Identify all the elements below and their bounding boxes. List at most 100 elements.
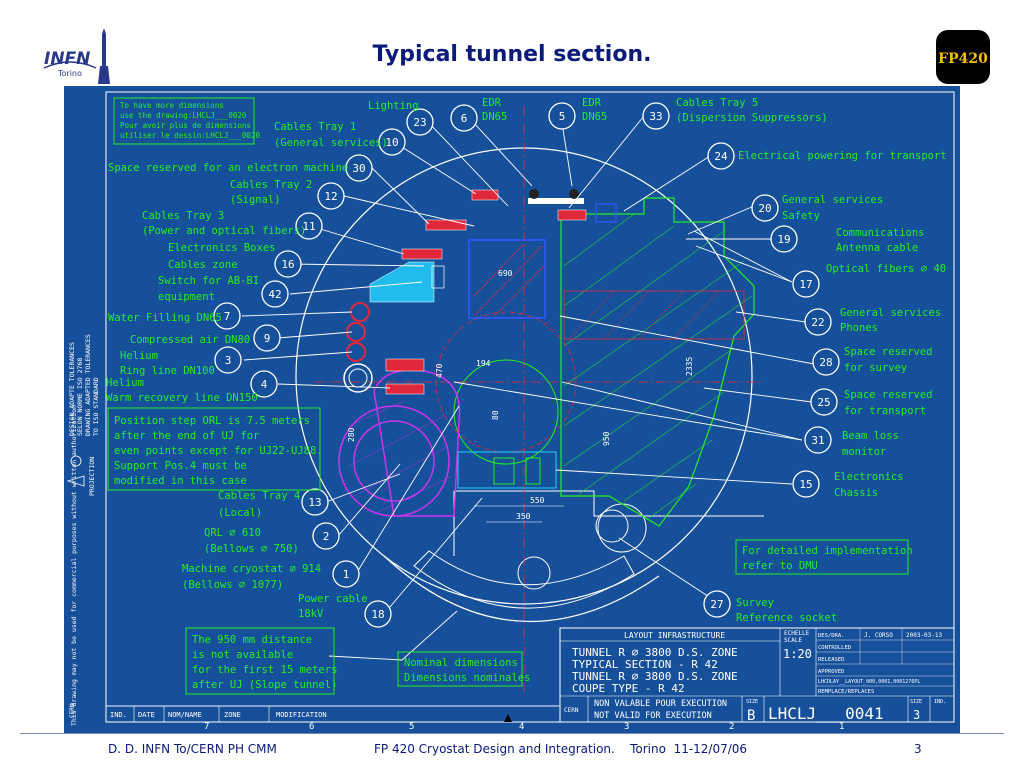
- svg-text:280: 280: [347, 427, 356, 442]
- svg-text:even points except for UJ22-UJ: even points except for UJ22-UJ88.: [114, 445, 323, 457]
- svg-text:Cables Tray 4: Cables Tray 4: [218, 490, 300, 502]
- svg-text:(General services): (General services): [274, 137, 388, 149]
- svg-text:16: 16: [281, 258, 294, 271]
- dim-690: 690: [498, 269, 513, 278]
- svg-text:30: 30: [352, 162, 365, 175]
- svg-text:LHCDLAY__LAYOUT_000,0001,00012: LHCDLAY__LAYOUT_000,0001,0001276PL: [818, 679, 920, 685]
- svg-text:15: 15: [799, 478, 812, 491]
- svg-text:EDR: EDR: [582, 97, 602, 109]
- svg-text:5: 5: [559, 110, 566, 123]
- svg-text:42: 42: [268, 288, 281, 301]
- svg-text:(Bellows ∅ 750): (Bellows ∅ 750): [204, 543, 299, 555]
- svg-text:3: 3: [624, 722, 629, 732]
- svg-text:NON VALABLE POUR EXECUTION: NON VALABLE POUR EXECUTION: [594, 699, 727, 709]
- svg-text:4: 4: [261, 378, 268, 391]
- svg-text:TYPICAL SECTION - R 42: TYPICAL SECTION - R 42: [572, 658, 718, 671]
- svg-text:General services: General services: [840, 307, 941, 319]
- footer-event: FP 420 Cryostat Design and Integration. …: [374, 742, 748, 756]
- footer-author: D. D. INFN To/CERN PH CMM: [108, 742, 277, 756]
- fp420-logo: FP420: [934, 28, 992, 86]
- tunnel-section-drawing: 7 6 5 4 3 2 1 DESIGN ADAPTE TOLERANCES S…: [64, 86, 960, 734]
- title-block: LAYOUT INFRASTRUCTURE TUNNEL R ∅ 3800 D.…: [559, 627, 955, 724]
- dimension-labels: 470 194 2335 80 950 280 550 350: [347, 357, 694, 521]
- svg-text:after UJ (Slope tunnel): after UJ (Slope tunnel): [192, 679, 337, 691]
- svg-text:7: 7: [224, 310, 231, 323]
- note-dmu: For detailed implementation refer to DMU: [735, 539, 913, 575]
- note-more-dimensions: To have more dimensions use the drawing:…: [113, 97, 260, 145]
- svg-text:DATE: DATE: [138, 711, 155, 719]
- svg-text:Switch for AB-BI: Switch for AB-BI: [158, 275, 259, 287]
- svg-text:10: 10: [385, 136, 398, 149]
- svg-text:7: 7: [204, 722, 209, 732]
- svg-text:1: 1: [343, 568, 350, 581]
- svg-text:Reference socket: Reference socket: [736, 612, 837, 624]
- svg-text:25: 25: [817, 396, 830, 409]
- svg-text:(Signal): (Signal): [230, 194, 281, 206]
- svg-text:SELON NORME ISO 2768: SELON NORME ISO 2768: [76, 358, 84, 436]
- note-950-distance: The 950 mm distance is not available for…: [185, 627, 337, 695]
- side-copyright-text: This drawing may not be used for commerc…: [70, 405, 78, 726]
- svg-text:For detailed implementation: For detailed implementation: [742, 545, 913, 557]
- svg-text:17: 17: [799, 278, 812, 291]
- svg-text:SIZE: SIZE: [746, 699, 758, 705]
- callouts: [213, 102, 840, 628]
- svg-text:after the end of UJ for: after the end of UJ for: [114, 430, 259, 442]
- svg-text:Antenna cable: Antenna cable: [836, 242, 918, 254]
- svg-text:Support Pos.4 must be: Support Pos.4 must be: [114, 460, 247, 472]
- svg-text:24: 24: [714, 150, 728, 163]
- svg-text:Electrical powering for transp: Electrical powering for transport: [738, 150, 947, 162]
- svg-text:80: 80: [491, 410, 500, 420]
- svg-text:Space reserved: Space reserved: [844, 346, 933, 358]
- svg-text:Chassis: Chassis: [834, 487, 878, 499]
- projection-symbol: [66, 455, 85, 487]
- svg-text:ECHELLE: ECHELLE: [784, 630, 810, 637]
- svg-text:19: 19: [777, 233, 790, 246]
- svg-text:The 950 mm distance: The 950 mm distance: [192, 634, 312, 646]
- svg-text:3: 3: [225, 354, 232, 367]
- svg-text:IND.: IND.: [110, 711, 127, 719]
- footer-divider: [20, 733, 1004, 734]
- svg-text:Machine cryostat ∅ 914: Machine cryostat ∅ 914: [182, 563, 321, 575]
- svg-text:Electronics: Electronics: [834, 471, 904, 483]
- svg-text:COUPE TYPE - R 42: COUPE TYPE - R 42: [572, 682, 685, 695]
- svg-text:(Bellows ∅ 1077): (Bellows ∅ 1077): [182, 579, 283, 591]
- cern-block: CERN: [564, 707, 579, 714]
- fp420-logo-text: FP420: [938, 51, 988, 67]
- svg-text:Electronics Boxes: Electronics Boxes: [168, 242, 275, 254]
- cern-block-left: CERN: [69, 703, 76, 718]
- svg-text:DN65: DN65: [582, 111, 607, 123]
- svg-text:470: 470: [435, 363, 444, 378]
- svg-text:Ring line DN100: Ring line DN100: [120, 365, 215, 377]
- infn-logo-sub: Torino: [57, 69, 82, 78]
- svg-text:Safety: Safety: [782, 210, 820, 222]
- side-tolerances-text: DESIGN ADAPTE TOLERANCES SELON NORME ISO…: [68, 334, 100, 436]
- footer-page-number: 3: [914, 742, 922, 756]
- svg-text:Helium: Helium: [106, 377, 144, 389]
- svg-text:5: 5: [409, 722, 414, 732]
- svg-text:General services: General services: [782, 194, 883, 206]
- svg-text:LHCLJ___0041: LHCLJ___0041: [768, 704, 884, 723]
- svg-text:Space reserved: Space reserved: [844, 389, 933, 401]
- svg-text:Cables Tray 5: Cables Tray 5: [676, 97, 758, 109]
- svg-text:4: 4: [519, 722, 524, 732]
- svg-text:for transport: for transport: [844, 405, 926, 417]
- svg-text:Position step ORL is 7.5 meter: Position step ORL is 7.5 meters: [114, 415, 310, 427]
- svg-text:12: 12: [324, 190, 337, 203]
- svg-text:NOT VALID FOR EXECUTION: NOT VALID FOR EXECUTION: [594, 711, 712, 721]
- svg-text:TUNNEL R ∅ 3800 D.S. ZONE: TUNNEL R ∅ 3800 D.S. ZONE: [572, 646, 738, 659]
- grid-numbers: 7 6 5 4 3 2 1: [204, 714, 844, 732]
- svg-text:(Dispersion Suppressors): (Dispersion Suppressors): [676, 112, 828, 124]
- svg-text:1: 1: [839, 722, 844, 732]
- svg-text:ZONE: ZONE: [224, 711, 241, 719]
- svg-text:9: 9: [264, 332, 271, 345]
- svg-text:20: 20: [758, 202, 771, 215]
- svg-text:monitor: monitor: [842, 446, 886, 458]
- svg-text:CONTROLLED: CONTROLLED: [818, 645, 851, 651]
- svg-text:22: 22: [811, 316, 824, 329]
- svg-text:6: 6: [461, 112, 468, 125]
- svg-text:950: 950: [602, 431, 611, 446]
- svg-text:use the drawing:LHCLJ___0020: use the drawing:LHCLJ___0020: [120, 111, 247, 120]
- svg-text:J. CORSO: J. CORSO: [864, 632, 893, 639]
- svg-text:DESIGN ADAPTE TOLERANCES: DESIGN ADAPTE TOLERANCES: [68, 342, 76, 436]
- svg-text:TO ISO STANDARD: TO ISO STANDARD: [92, 377, 100, 436]
